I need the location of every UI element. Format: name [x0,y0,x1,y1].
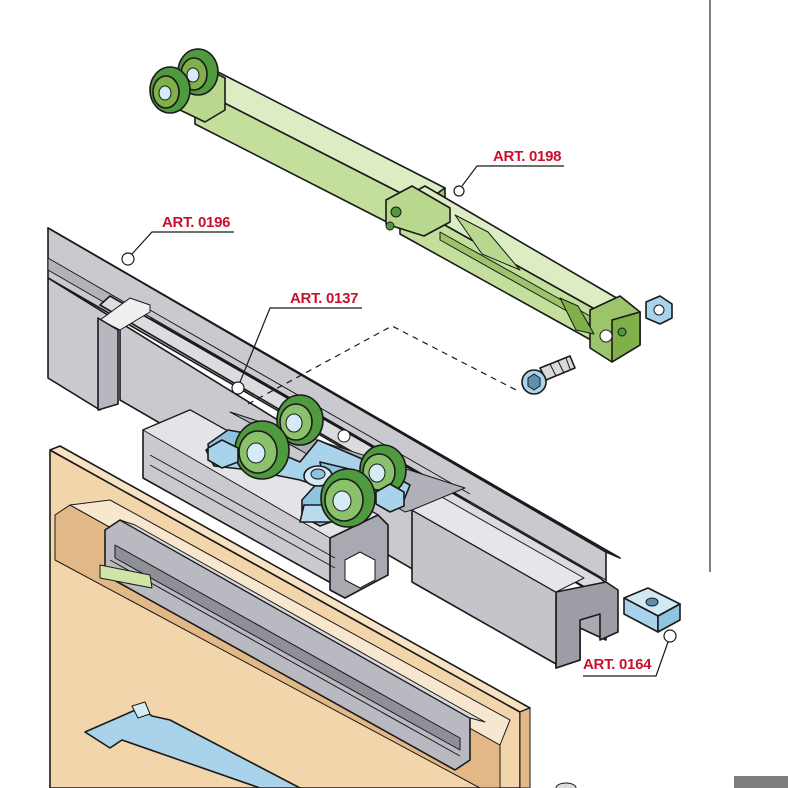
callout-art-0137: ART. 0137 [231,290,362,395]
label-art-0137: ART. 0137 [290,290,358,307]
callout-art-0164: ART. 0164 [583,629,677,677]
page-corner-tab [734,776,788,788]
aluminium-track-rail [47,227,621,669]
wooden-door-panel [49,445,577,788]
callout-art-0198: ART. 0198 [453,148,564,197]
callout-art-0196: ART. 0196 [121,214,234,266]
label-art-0196: ART. 0196 [162,214,230,231]
hex-nut [645,295,673,325]
soft-close-damper [149,48,641,363]
track-end-stop [623,587,681,633]
label-art-0198: ART. 0198 [493,148,561,165]
fixing-screw [521,355,576,395]
trolley-wheel-front-right [320,468,376,528]
label-art-0164: ART. 0164 [583,656,652,673]
roller-trolley-carriage [142,394,466,599]
trolley-wheel-front-left [234,420,290,480]
trolley-wheel-rear-left [276,394,324,446]
